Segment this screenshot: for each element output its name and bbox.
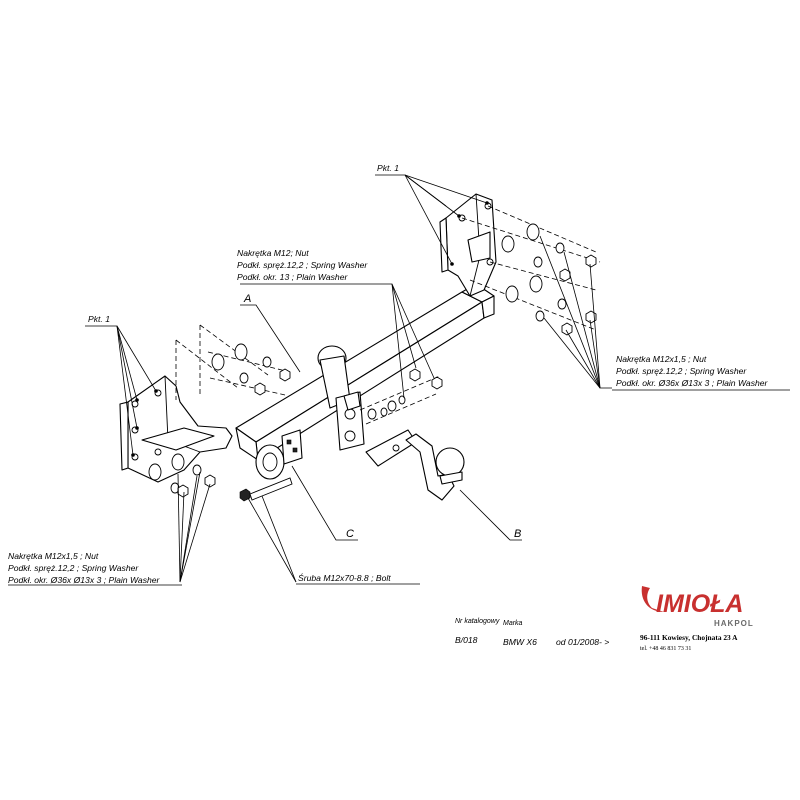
- socket-plate: [255, 429, 303, 480]
- letter-b: B: [514, 528, 521, 540]
- catalog-nr-value: B/018: [455, 635, 478, 645]
- mid-nut-label: Nakrętka M12; Nut: [237, 248, 309, 258]
- main-crossbar: [235, 283, 495, 461]
- pkt-label-left: Pkt. 1: [88, 314, 110, 324]
- left-fixing-hardware: [148, 453, 293, 502]
- bolt-label: Śruba M12x70-8.8 ; Bolt: [298, 572, 391, 583]
- catalog-date-value: od 01/2008- >: [556, 637, 609, 647]
- mid-spring-washer-label: Podkł. spręż.12,2 ; Spring Washer: [237, 260, 368, 270]
- catalog-nr-header: Nr katalogowy: [455, 618, 500, 625]
- pkt-label-right: Pkt. 1: [377, 163, 399, 173]
- logo-swoosh-icon: [641, 586, 664, 612]
- company-address: 96-111 Kowiesy, Chojnata 23 A: [640, 633, 738, 642]
- catalog-marka-value: BMW X6: [503, 637, 537, 647]
- left-spring-washer-label: Podkł. spręż.12,2 ; Spring Washer: [8, 563, 139, 573]
- left-nut-label: Nakrętka M12x1,5 ; Nut: [8, 551, 99, 561]
- left-mounting-bracket: [119, 375, 233, 483]
- tow-ball-neck: [365, 429, 465, 501]
- company-phone: tel. +48 46 831 73 31: [640, 646, 691, 652]
- right-mounting-bracket: [439, 193, 497, 297]
- left-plain-washer-label: Podkł. okr. Ø36x Ø13x 3 ; Plain Washer: [8, 575, 161, 585]
- logo-subtext: HAKPOL: [714, 619, 754, 628]
- letter-c: C: [346, 528, 354, 540]
- catalog-marka-header: Marka: [503, 620, 523, 627]
- mid-plain-washer-label: Podkł. okr. 13 ; Plain Washer: [237, 272, 348, 282]
- logo-text: IMIOŁA: [656, 590, 744, 618]
- center-fixing-hardware: [367, 368, 443, 420]
- upper-left-hardware: [211, 343, 291, 396]
- right-fixing-hardware: [501, 223, 597, 336]
- right-spring-washer-label: Podkł. spręż.12,2 ; Spring Washer: [616, 366, 747, 376]
- letter-a: A: [243, 293, 251, 305]
- center-housing: [317, 345, 365, 451]
- company-logo: IMIOŁA HAKPOL: [641, 586, 754, 628]
- right-plain-washer-label: Podkł. okr. Ø36x Ø13x 3 ; Plain Washer: [616, 378, 769, 388]
- right-nut-label: Nakrętka M12x1,5 ; Nut: [616, 354, 707, 364]
